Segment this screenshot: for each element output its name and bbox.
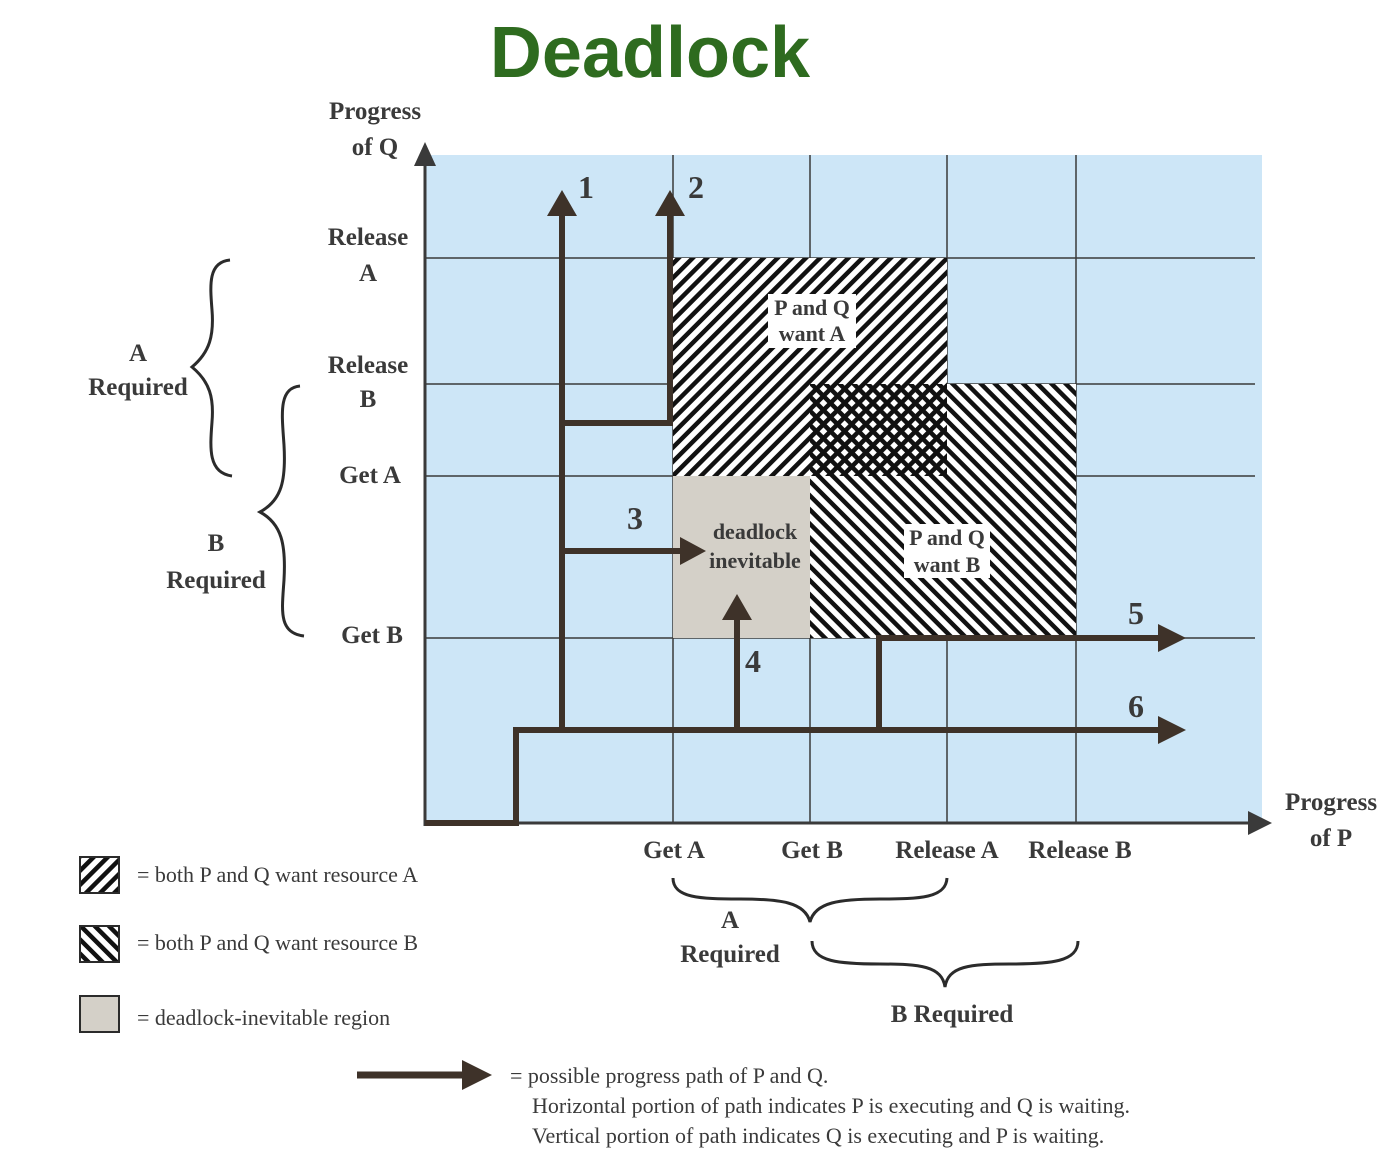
svg-text:P and Q: P and Q: [909, 525, 985, 550]
y-tick-release-a-line1: Release: [328, 224, 409, 251]
x-axis-title-line1: Progress: [1285, 789, 1377, 816]
path-5-line: [876, 635, 1160, 730]
x-tick-get-a: Get A: [643, 837, 705, 864]
progress-paths: [425, 190, 1186, 826]
path-5-arrowhead: [1158, 624, 1186, 652]
left-brace-a-label-line2: Required: [88, 374, 188, 401]
svg-text:want B: want B: [914, 552, 981, 577]
path-number-4: 4: [745, 643, 761, 679]
x-tick-release-b: Release B: [1028, 837, 1131, 864]
page-title: Deadlock: [490, 13, 811, 93]
x-tick-release-a: Release A: [895, 837, 998, 864]
path-3-arrowhead: [680, 537, 706, 565]
want-a-label: P and Q want A: [768, 294, 856, 348]
legend-path-line2: Horizontal portion of path indicates P i…: [532, 1093, 1130, 1118]
path-number-1: 1: [578, 169, 594, 205]
legend-swatch-want-b: [79, 925, 120, 963]
left-brace-a-label-line1: A: [129, 340, 147, 367]
want-b-label: P and Q want B: [904, 524, 990, 578]
bottom-brace-b-label: B Required: [891, 1001, 1014, 1028]
y-axis-title-line2: of Q: [352, 134, 399, 161]
legend-path-arrowhead: [462, 1060, 492, 1090]
left-brace-a: [189, 258, 233, 478]
deadlock-label: deadlock inevitable: [709, 519, 801, 573]
bottom-brace-a-label-line1: A: [721, 907, 739, 934]
bottom-brace-a-label-line2: Required: [680, 941, 780, 968]
path-number-6: 6: [1128, 688, 1144, 724]
y-tick-release-b-line2: B: [360, 386, 377, 413]
y-tick-release-b-line1: Release: [328, 352, 409, 379]
path-2-arrowhead: [655, 190, 685, 216]
path-6-line: [425, 727, 1160, 826]
y-tick-get-a: Get A: [339, 462, 401, 489]
legend-want-a: = both P and Q want resource A: [137, 862, 418, 887]
overlap-region-b: [810, 384, 947, 476]
left-brace-b: [256, 384, 305, 638]
path-2-line: [562, 212, 673, 426]
path-4-arrowhead: [722, 594, 752, 620]
legend-path-line1: = possible progress path of P and Q.: [510, 1063, 828, 1088]
left-brace-b-label-line1: B: [208, 530, 225, 557]
bottom-brace-b: [810, 940, 1080, 988]
legend: = both P and Q want resource A = both P …: [79, 856, 1130, 1148]
x-axis: [425, 811, 1272, 835]
path-1-arrowhead: [547, 190, 577, 216]
path-6-arrowhead: [1158, 716, 1186, 744]
legend-swatch-want-a: [79, 856, 120, 894]
legend-deadlock: = deadlock-inevitable region: [137, 1005, 390, 1030]
y-axis-title-line1: Progress: [329, 98, 421, 125]
legend-swatch-deadlock: [79, 995, 120, 1033]
y-tick-get-b: Get B: [341, 622, 403, 649]
svg-text:P and Q: P and Q: [774, 295, 850, 320]
bottom-brace-a: [671, 877, 949, 923]
svg-text:inevitable: inevitable: [709, 548, 801, 573]
left-brace-b-label-line2: Required: [166, 567, 266, 594]
legend-path-line3: Vertical portion of path indicates Q is …: [532, 1123, 1104, 1148]
x-tick-get-b: Get B: [781, 837, 843, 864]
path-number-2: 2: [688, 169, 704, 205]
y-tick-release-a-line2: A: [359, 260, 377, 287]
path-number-3: 3: [627, 500, 643, 536]
y-axis: [414, 142, 436, 826]
svg-text:want A: want A: [779, 321, 846, 346]
legend-want-b: = both P and Q want resource B: [137, 930, 418, 955]
x-axis-title-line2: of P: [1310, 825, 1352, 852]
path-number-5: 5: [1128, 595, 1144, 631]
svg-text:deadlock: deadlock: [713, 519, 798, 544]
